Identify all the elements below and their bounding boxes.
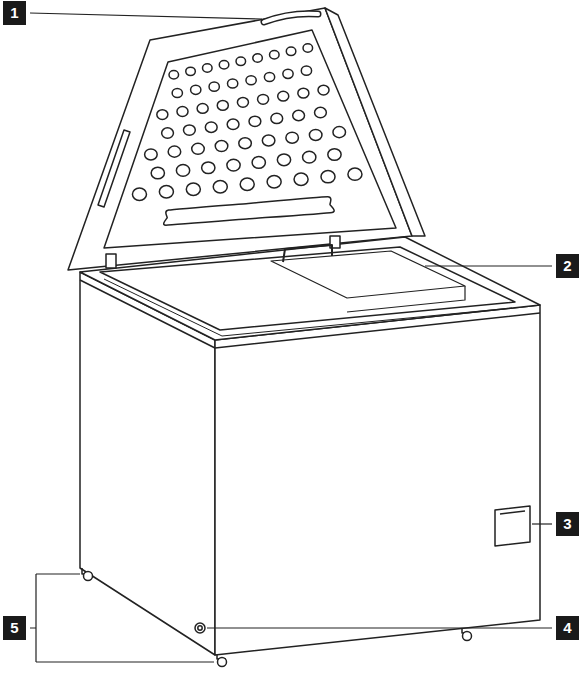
castors: [82, 568, 472, 667]
leader-line: [532, 523, 552, 524]
lid-hole: [258, 94, 269, 104]
lid-hole: [315, 107, 327, 117]
lid-hole: [328, 149, 341, 161]
lid-hole-pattern: [132, 44, 362, 201]
lid-hole: [239, 138, 252, 149]
callout-number: 3: [556, 512, 579, 536]
lid-hole: [157, 110, 168, 120]
lid-hole: [169, 70, 179, 78]
lid-hole: [348, 168, 362, 180]
lid-hole: [303, 151, 316, 163]
lid-hole: [176, 165, 189, 177]
castor-wheel: [463, 632, 472, 641]
lid-hole: [249, 116, 261, 126]
lid-hole: [217, 101, 228, 111]
lid-hole: [264, 72, 274, 81]
control-panel-recess: [500, 511, 525, 514]
lid-hole: [186, 183, 200, 195]
lid-hole: [246, 76, 256, 85]
lid-hole: [278, 91, 289, 101]
lid-hole: [205, 122, 217, 132]
lid-hole: [145, 149, 158, 160]
callout-number: 5: [3, 616, 26, 640]
lid-hole: [203, 64, 213, 72]
lid-hole: [168, 146, 181, 157]
opening: [100, 247, 515, 330]
freezer-drawing: [68, 8, 540, 667]
lid-hole: [283, 69, 293, 78]
lid-handle: [264, 14, 318, 22]
lid-hole: [262, 135, 275, 146]
leader-line: [425, 265, 552, 266]
basket-handle: [283, 245, 332, 262]
callout-number: 4: [556, 616, 579, 640]
lid-slot: [164, 197, 334, 225]
lid-hole: [286, 132, 299, 143]
lid-hole: [252, 157, 265, 169]
basket-bottom: [347, 286, 465, 312]
lid-hole: [191, 85, 201, 94]
leader-lines: [30, 13, 552, 662]
lid-hole: [333, 127, 346, 138]
lid-hole: [151, 167, 164, 179]
drain-plug: [195, 623, 205, 633]
lid-hole: [183, 125, 195, 135]
lid-hole: [172, 88, 182, 97]
lid-hole: [186, 67, 196, 75]
lid-hole: [227, 159, 240, 171]
lid-hole: [177, 107, 188, 117]
callout-number: 1: [3, 1, 26, 25]
lid-hole: [192, 143, 205, 154]
lid-hole: [159, 186, 173, 198]
leader-line: [30, 13, 262, 19]
lid-hole: [237, 97, 248, 107]
lid-hole: [240, 178, 254, 190]
lid-hole: [209, 82, 219, 91]
lid-hole: [219, 60, 229, 68]
lid-hole: [132, 188, 146, 200]
callout-number: 2: [556, 254, 579, 278]
castor-wheel: [84, 572, 93, 581]
lid-outer: [68, 8, 412, 270]
lid-hole: [271, 113, 283, 123]
control-panel: [495, 506, 530, 546]
drain-plug-core: [198, 626, 202, 630]
lid-hole: [227, 79, 237, 88]
lid-hole: [213, 181, 227, 193]
lid-hole: [236, 57, 246, 65]
top-rim: [80, 237, 540, 340]
lid-hole: [294, 173, 308, 185]
lid-inner-panel: [104, 30, 396, 248]
lid-hole: [309, 129, 322, 140]
lid-hole: [293, 110, 305, 120]
lid-hole: [253, 54, 263, 62]
wire-basket: [271, 245, 465, 312]
lid-hole: [298, 88, 309, 98]
lid-hole: [303, 44, 313, 52]
lid-handle-inner: [264, 14, 318, 22]
lid-hole: [277, 154, 290, 166]
basket-rim: [271, 251, 465, 298]
lid-hole: [318, 85, 329, 95]
hinge: [106, 254, 116, 268]
lid-hole: [267, 176, 281, 188]
side-handle: [98, 130, 130, 207]
lid-hole: [197, 104, 208, 114]
lid-hole: [202, 162, 215, 174]
lid-hole: [301, 66, 311, 75]
lid-hole: [162, 128, 174, 138]
lid-hole: [321, 171, 335, 183]
lid-hole: [227, 119, 239, 129]
leader-bracket: [30, 574, 214, 662]
lid-hole: [215, 141, 228, 152]
castor-wheel: [218, 658, 227, 667]
front-side: [215, 305, 540, 655]
lid-hole: [286, 47, 296, 55]
lid-hole: [270, 50, 280, 58]
leader-line: [207, 627, 552, 628]
